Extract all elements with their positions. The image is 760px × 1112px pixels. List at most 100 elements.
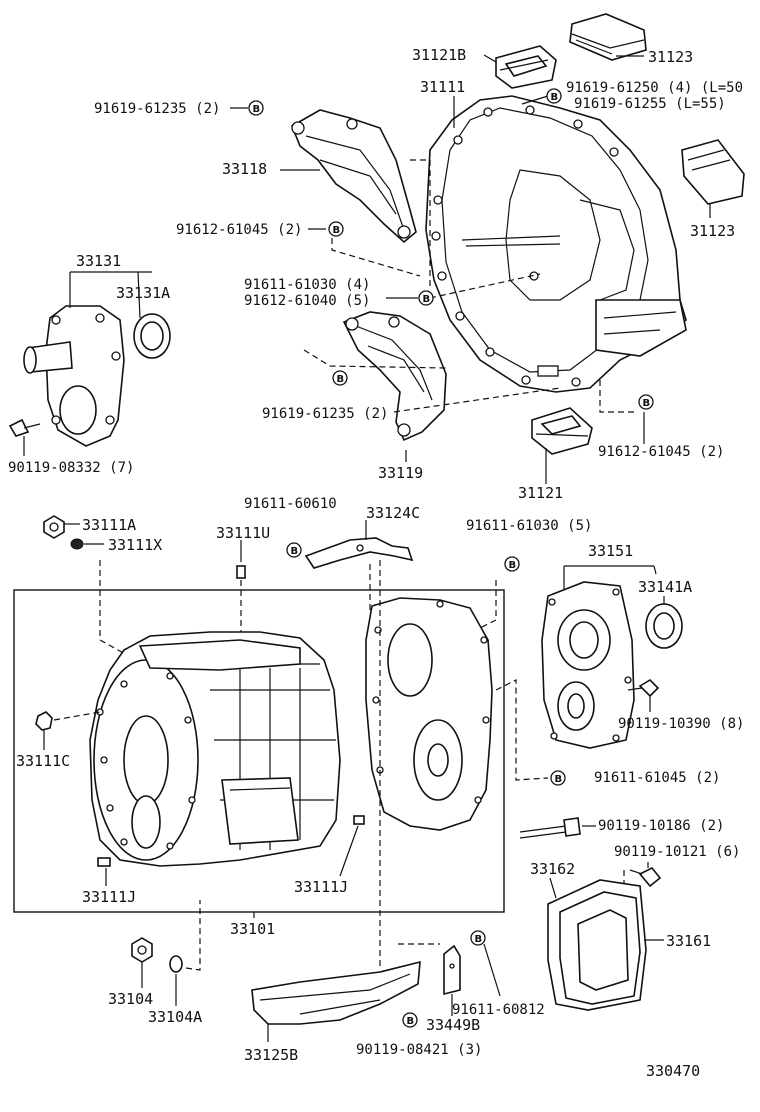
svg-text:B: B <box>643 398 651 409</box>
bolt-marker-icon: B <box>550 770 566 786</box>
label-33151: 33151 <box>588 542 633 560</box>
label-33162: 33162 <box>530 860 575 878</box>
bolt-marker-icon: B <box>638 394 654 410</box>
leader <box>69 271 152 319</box>
label-33111J-left: 33111J <box>82 888 136 906</box>
clip-33449B <box>443 944 461 996</box>
boot-31121B <box>495 45 557 89</box>
bolt-90119-08332 <box>8 418 41 437</box>
label-33111U: 33111U <box>216 524 270 542</box>
bolt-marker-icon: B <box>504 556 520 572</box>
plug-33111C <box>35 711 53 731</box>
bolt-90119-10121 <box>629 866 662 888</box>
label-90119-10186: 90119-10186 (2) <box>598 818 724 834</box>
leader-dash <box>331 228 421 277</box>
leader-dash <box>303 349 447 369</box>
svg-text:B: B <box>337 374 345 385</box>
label-91619-61235-b: 91619-61235 (2) <box>262 406 388 422</box>
label-91619-61250: 91619-61250 (4) (L=50 <box>566 80 743 96</box>
leader <box>339 825 359 877</box>
plate-33124C <box>304 537 414 569</box>
leader-dash <box>185 900 201 971</box>
label-33125B: 33125B <box>244 1046 298 1064</box>
svg-text:B: B <box>333 225 341 236</box>
label-91619-61255: 91619-61255 (L=55) <box>574 96 726 112</box>
label-91611-61030-4: 91611-61030 (4) <box>244 277 370 293</box>
leader-dash <box>393 387 561 413</box>
transmission-case-33101 <box>89 631 341 867</box>
bolt-marker-icon: B <box>546 88 562 104</box>
bolt-90119-10390 <box>627 678 660 698</box>
label-33124C: 33124C <box>366 504 420 522</box>
dowel-33111J-left <box>97 857 111 867</box>
label-33104: 33104 <box>108 990 153 1008</box>
label-91612-61045-a: 91612-61045 (2) <box>176 222 302 238</box>
leader <box>483 54 497 63</box>
label-33131A: 33131A <box>116 284 170 302</box>
extension-housing-33131 <box>23 305 125 447</box>
label-33101: 33101 <box>230 920 275 938</box>
label-90119-10390: 90119-10390 (8) <box>618 716 744 732</box>
label-90119-08421: 90119-08421 (3) <box>356 1042 482 1058</box>
leader-dash <box>495 679 549 781</box>
leader-dash <box>99 560 137 661</box>
boot-31123-top <box>569 13 647 61</box>
svg-text:B: B <box>555 774 563 785</box>
label-33118: 33118 <box>222 160 267 178</box>
label-91611-61045: 91611-61045 (2) <box>594 770 720 786</box>
boot-31123-right <box>681 139 745 205</box>
dowel-33111J-mid <box>353 815 365 825</box>
bolt-marker-icon: B <box>286 542 302 558</box>
leader <box>563 565 657 590</box>
seal-33131A <box>133 313 171 359</box>
boot-31121 <box>531 407 593 455</box>
label-31121B: 31121B <box>412 46 466 64</box>
plate-33125B <box>251 960 421 1025</box>
svg-text:B: B <box>509 560 517 571</box>
seal-33141A <box>645 603 683 649</box>
leader-dash <box>429 273 541 299</box>
svg-text:B: B <box>253 104 261 115</box>
label-33449B: 33449B <box>426 1016 480 1034</box>
label-91611-61030-5: 91611-61030 (5) <box>466 518 592 534</box>
leader <box>521 95 549 105</box>
nut-33104 <box>131 937 153 963</box>
bolt-marker-icon: B <box>248 100 264 116</box>
svg-text:B: B <box>475 934 483 945</box>
extension-housing-33151 <box>541 581 635 749</box>
label-91611-60610: 91611-60610 <box>244 496 337 512</box>
intermediate-plate <box>365 597 493 831</box>
label-33111C: 33111C <box>16 752 70 770</box>
label-33111A: 33111A <box>82 516 136 534</box>
clutch-housing-31111 <box>425 95 687 393</box>
leader-dash <box>479 580 497 629</box>
label-31111: 31111 <box>420 78 465 96</box>
label-91619-61235-a: 91619-61235 (2) <box>94 101 220 117</box>
label-33104A: 33104A <box>148 1008 202 1026</box>
cover-33161 <box>559 891 641 1005</box>
bolt-marker-icon: B <box>328 221 344 237</box>
svg-text:B: B <box>407 1016 415 1027</box>
label-31123-top: 31123 <box>648 48 693 66</box>
label-33111J-mid: 33111J <box>294 878 348 896</box>
bracket-33119 <box>342 311 447 442</box>
leader-dash <box>53 711 101 721</box>
bolt-marker-icon: B <box>402 1012 418 1028</box>
leader-dash <box>410 159 431 290</box>
bolt-marker-icon: B <box>332 370 348 386</box>
bolt-marker-icon: B <box>418 290 434 306</box>
bolt-marker-icon: B <box>470 930 486 946</box>
label-33131: 33131 <box>76 252 121 270</box>
leader-dash <box>599 380 638 413</box>
label-90119-08332: 90119-08332 (7) <box>8 460 134 476</box>
diagram-id: 330470 <box>646 1062 700 1080</box>
label-91611-60812: 91611-60812 <box>452 1002 545 1018</box>
label-91612-61040-5: 91612-61040 (5) <box>244 293 370 309</box>
leader <box>483 943 501 997</box>
bolt-90119-10186 <box>519 817 581 839</box>
nut-33111A <box>43 515 65 539</box>
label-33141A: 33141A <box>638 578 692 596</box>
svg-text:B: B <box>551 92 559 103</box>
label-91612-61045-b: 91612-61045 (2) <box>598 444 724 460</box>
label-31121: 31121 <box>518 484 563 502</box>
